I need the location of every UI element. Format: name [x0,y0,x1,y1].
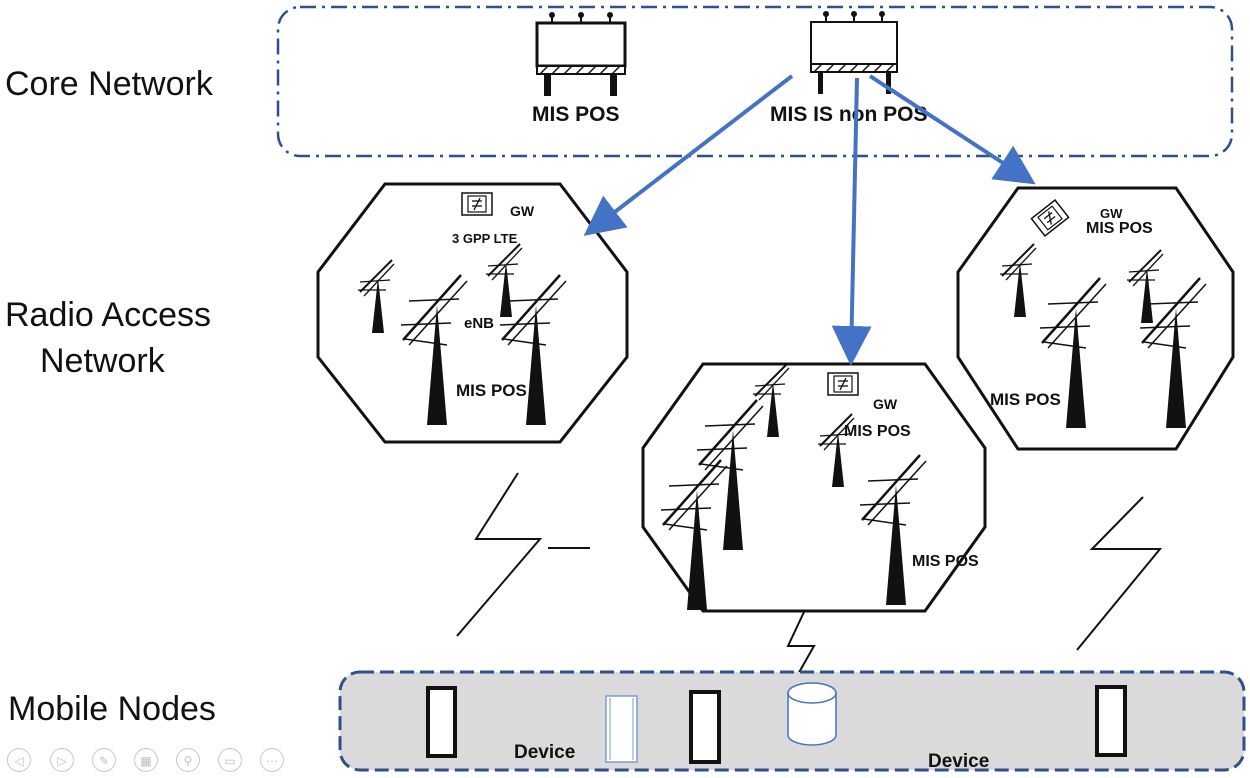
arrow-to-cell-center [831,77,872,366]
cell-right-pos-top-label: MIS POS [1086,220,1153,237]
tablet-device-icon [605,695,638,763]
radio-access-label-line1: Radio Access [5,296,211,334]
cell-center-pos-bottom-label: MIS POS [912,553,979,570]
gateway-icon [827,372,859,396]
cell-center-gw-label: GW [873,396,898,412]
core-network-label: Core Network [5,65,214,103]
mis-is-non-pos-server-icon [810,11,898,94]
pen-icon[interactable]: ✎ [92,748,116,772]
mis-pos-server-icon [535,12,627,96]
cell-left-tech-label: 3 GPP LTE [452,231,518,246]
device-right-label: Device [928,751,989,772]
wireless-link-center [786,611,816,677]
cell-right-gw-label: GW [1100,206,1123,221]
zoom-icon[interactable]: ⚲ [176,748,200,772]
mis-is-non-pos-server-label: MIS IS non POS [770,103,928,126]
cell-left-pos-label: MIS POS [456,381,527,400]
phone-device-icon [1095,685,1127,757]
database-icon [787,682,837,746]
mobile-nodes-label: Mobile Nodes [8,690,216,728]
cell-right-pos-bottom-label: MIS POS [990,390,1061,409]
wireless-link-right [1076,496,1163,651]
next-icon[interactable]: ▷ [50,748,74,772]
arrow-to-cell-left [583,74,794,236]
previous-icon[interactable]: ◁ [7,748,31,772]
phone-device-icon [426,686,457,758]
wireless-link-left [456,472,543,637]
slides-icon[interactable]: ▦ [134,748,158,772]
cell-left-gw-label: GW [510,203,535,219]
radio-access-label-line2: Network [40,342,166,380]
subtitles-icon[interactable]: ▭ [218,748,242,772]
mis-pos-server-label: MIS POS [532,103,620,126]
phone-device-icon [689,690,721,764]
cell-left-octagon [316,182,629,444]
cell-right-octagon [956,186,1235,451]
arrow-to-cell-right [868,74,1036,185]
device-left-label: Device [514,742,575,763]
core-network-frame [276,5,1234,158]
gateway-icon [461,192,493,216]
cell-left-enb-label: eNB [464,315,494,332]
cell-center-pos-top-label: MIS POS [844,423,911,440]
more-icon[interactable]: ⋯ [260,748,284,772]
